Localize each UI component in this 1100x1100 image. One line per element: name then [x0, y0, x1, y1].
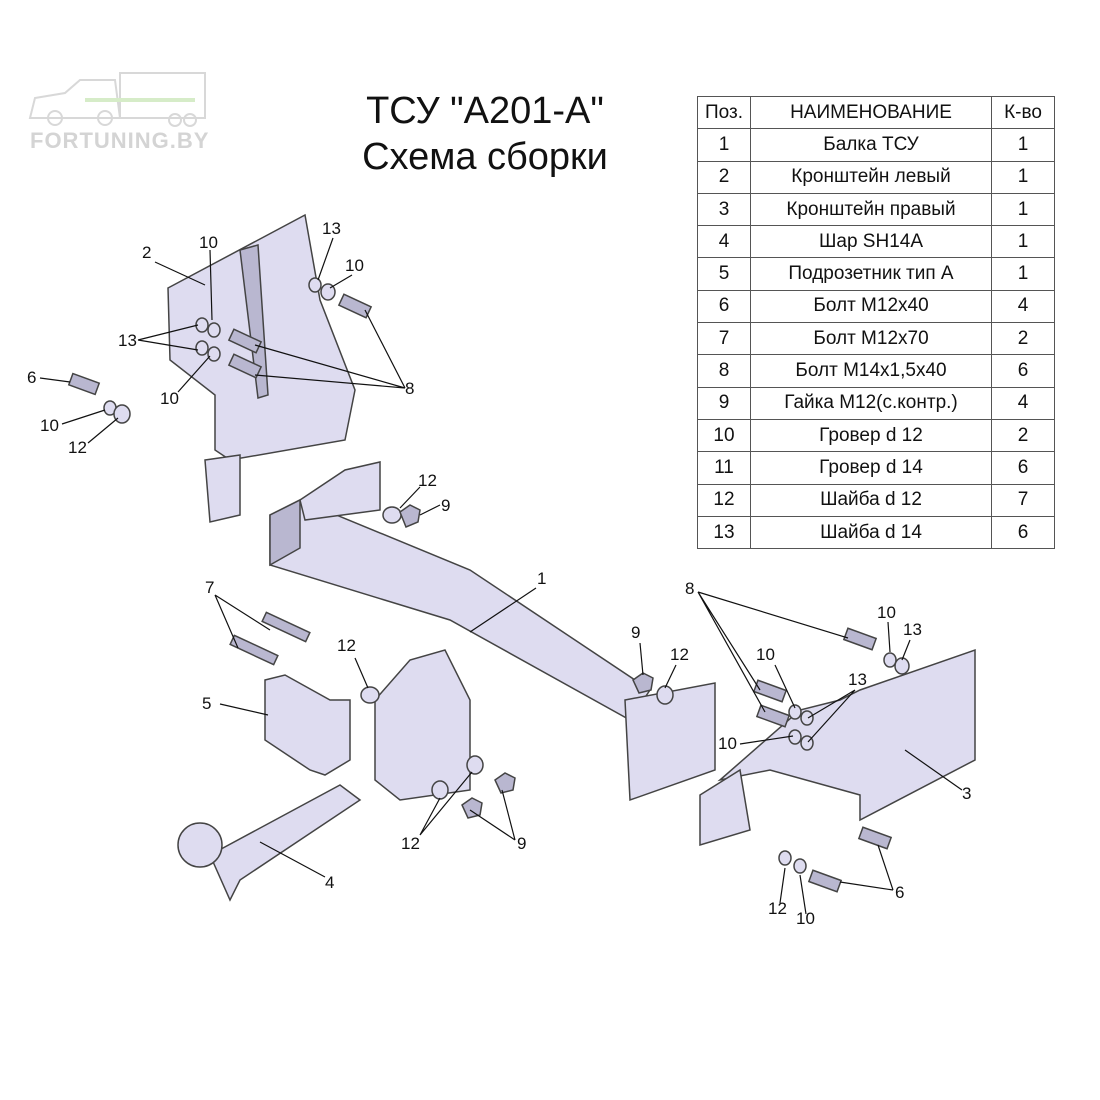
- cell-name: Подрозетник тип А: [750, 257, 992, 291]
- cell-name: Балка ТСУ: [750, 128, 992, 162]
- table-header-row: Поз. НАИМЕНОВАНИЕ К-во: [697, 95, 1055, 130]
- cell-name: Шайба d 14: [750, 515, 992, 550]
- header-qty: К-во: [991, 95, 1055, 130]
- callout: 10: [756, 645, 775, 664]
- callout-labels: 2 10 13 10 13 10 8 6 10 12 12 9 1 7 12 5…: [27, 219, 971, 928]
- right-bracket: [699, 648, 976, 847]
- callout: 10: [796, 909, 815, 928]
- callout: 8: [405, 379, 414, 398]
- callout: 8: [685, 579, 694, 598]
- cell-name: Гровер d 14: [750, 451, 992, 485]
- callout: 10: [160, 389, 179, 408]
- callout: 3: [962, 784, 971, 803]
- callout: 10: [718, 734, 737, 753]
- callout: 13: [903, 620, 922, 639]
- fasteners: [67, 277, 910, 893]
- cell-qty: 1: [991, 257, 1055, 291]
- callout: 12: [670, 645, 689, 664]
- truck-trailer-icon: [28, 72, 206, 127]
- tow-ball: [177, 784, 362, 902]
- cell-pos: 3: [697, 192, 751, 227]
- callout: 10: [40, 416, 59, 435]
- callout: 9: [517, 834, 526, 853]
- leader-lines: [39, 237, 963, 915]
- cell-pos: 13: [697, 515, 751, 550]
- left-bracket: [167, 213, 356, 523]
- callout: 13: [848, 670, 867, 689]
- callout: 9: [441, 496, 450, 515]
- callout: 7: [205, 578, 214, 597]
- header-name: НАИМЕНОВАНИЕ: [750, 95, 992, 130]
- callout: 12: [401, 834, 420, 853]
- callout: 10: [877, 603, 896, 622]
- callout: 13: [322, 219, 341, 238]
- callout: 12: [337, 636, 356, 655]
- callout: 13: [118, 331, 137, 350]
- title-line-2: Схема сборки: [362, 136, 608, 178]
- callout: 10: [345, 256, 364, 275]
- cell-pos: 1: [697, 128, 751, 162]
- callout: 4: [325, 873, 334, 892]
- cell-pos: 10: [697, 418, 751, 453]
- callout: 2: [142, 243, 151, 262]
- cell-qty: 1: [991, 225, 1055, 259]
- callout: 6: [27, 368, 36, 387]
- callout: 9: [631, 623, 640, 642]
- cell-qty: 1: [991, 192, 1055, 227]
- callout: 1: [537, 569, 546, 588]
- drawing-title: ТСУ "A201-A" Схема сборки: [350, 88, 620, 180]
- callout: 10: [199, 233, 218, 252]
- cell-name: Болт М12х40: [750, 289, 992, 324]
- tow-beam: [269, 461, 716, 802]
- callout: 6: [895, 883, 904, 902]
- cell-name: Кронштейн левый: [750, 160, 992, 194]
- logo-text: FORTUNING.BY: [30, 128, 210, 153]
- cell-pos: 7: [697, 322, 751, 356]
- callout: 12: [768, 899, 787, 918]
- fortuning-logo: [25, 68, 215, 158]
- callout: 12: [418, 471, 437, 490]
- cell-pos: 5: [697, 257, 751, 291]
- callout: 5: [202, 694, 211, 713]
- cell-pos: 12: [697, 483, 751, 517]
- cell-pos: 2: [697, 160, 751, 194]
- cell-name: Гровер d 12: [750, 418, 992, 453]
- cell-qty: 1: [991, 160, 1055, 194]
- callout: 12: [68, 438, 87, 457]
- socket-plate: [264, 674, 351, 776]
- title-line-1: ТСУ "A201-A": [366, 90, 604, 132]
- cell-qty: 6: [991, 515, 1055, 550]
